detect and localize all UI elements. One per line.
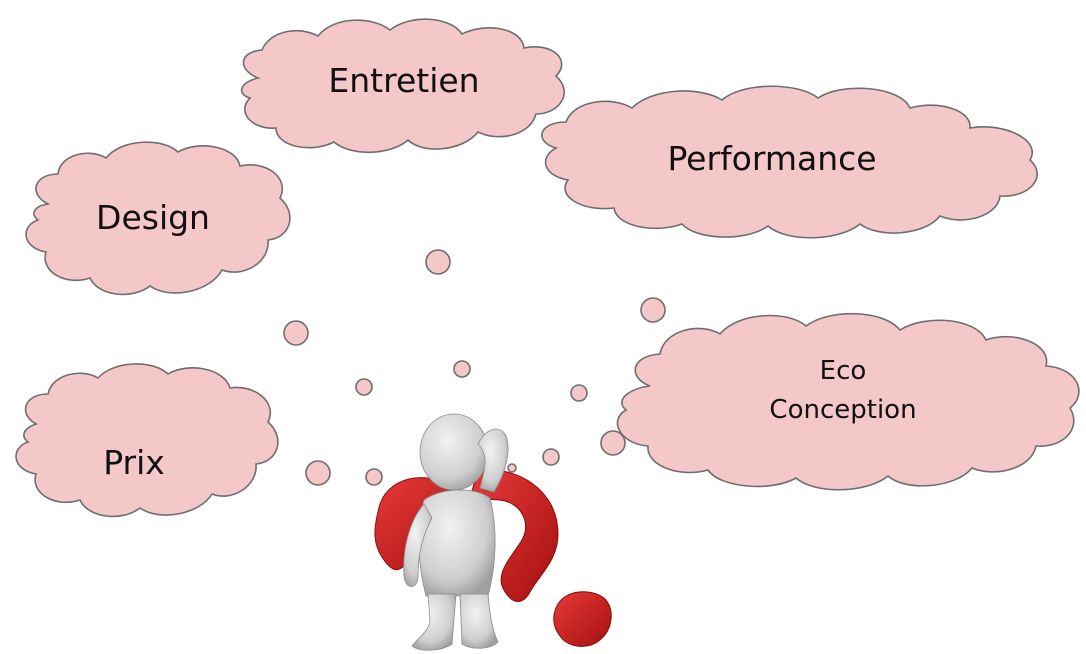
cloud-label-prix: Prix [103,443,165,482]
thought-bubble [365,468,383,486]
cloud-eco-conception: Eco Conception [616,312,1080,491]
thought-bubble [507,463,517,473]
thinking-person-icon [403,413,509,651]
cloud-label-conception: Conception [769,395,916,425]
person-torso [418,489,496,597]
thought-bubbles [283,249,666,486]
thought-bubble [425,249,451,275]
cloud-performance: Performance [541,85,1038,239]
cloud-entretien: Entretien [240,18,565,154]
cloud-label-performance: Performance [667,139,876,178]
thought-cloud-icon [240,18,565,154]
thought-bubble [600,430,626,456]
thought-bubble [542,448,560,466]
thought-cloud-icon [25,141,291,296]
person-left-leg [411,593,457,651]
thought-cloud-icon [541,85,1038,239]
cloud-label-eco: Eco [820,356,867,386]
thought-bubble [453,360,471,378]
thought-bubble [570,384,588,402]
thought-cloud-icon [616,312,1080,491]
cloud-label-design: Design [96,198,210,237]
cloud-label-entretien: Entretien [328,61,479,100]
thought-bubble [355,378,373,396]
cloud-prix: Prix [15,363,279,518]
person-head [419,413,489,491]
thought-cloud-icon [15,363,279,518]
person-raised-arm [477,428,509,493]
person-right-leg [459,593,499,649]
thought-bubble [640,297,666,323]
person-left-arm [403,503,433,587]
thought-bubble [283,320,309,346]
cloud-design: Design [25,141,291,296]
thought-bubble [305,460,331,486]
